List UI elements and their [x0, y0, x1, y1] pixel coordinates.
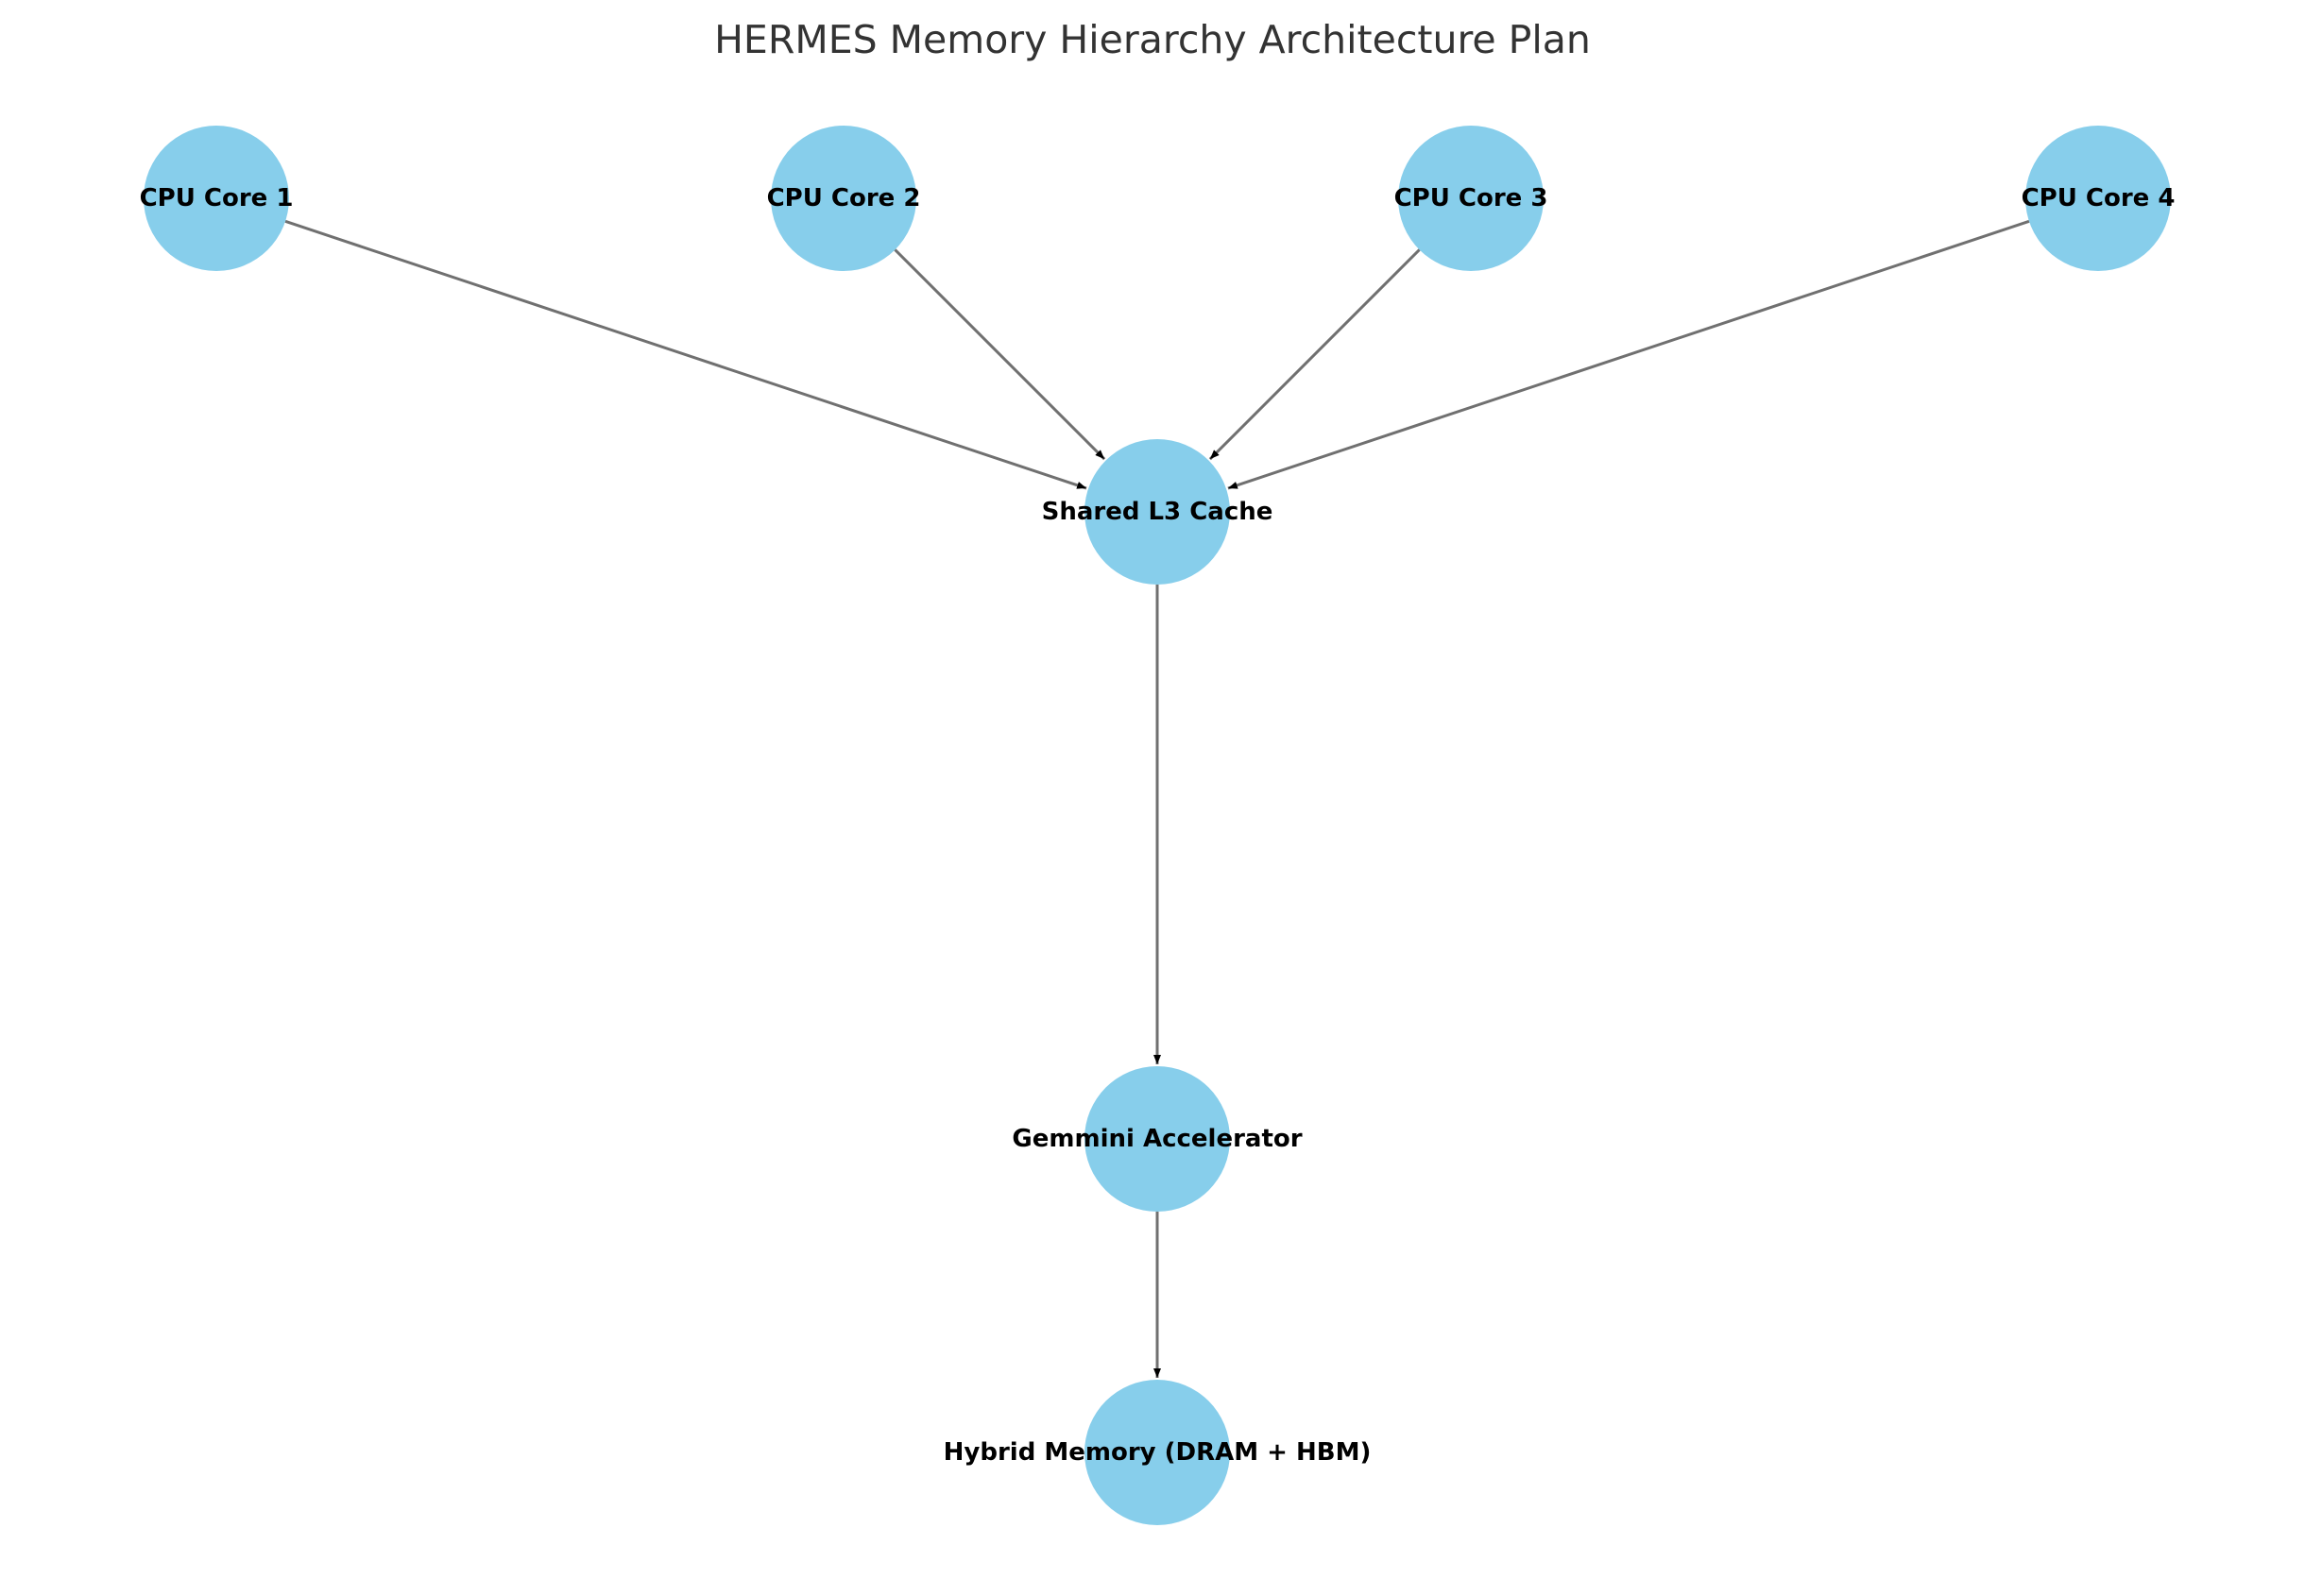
diagram-title: HERMES Memory Hierarchy Architecture Pla…: [714, 17, 1591, 62]
node-circle-l3: [1084, 439, 1230, 585]
edge-cpu4-to-l3: [1227, 219, 2030, 490]
node-circle-hybrid: [1084, 1380, 1230, 1525]
nodes-layer: CPU Core 1 CPU Core 2 CPU Core 3 CPU Core 4…: [140, 126, 2176, 1525]
node-label-cpu1: CPU Core 1: [140, 184, 294, 212]
node-label-l3: Shared L3 Cache: [1042, 498, 1273, 526]
node-label-gemmini: Gemmini Accelerator: [1012, 1125, 1302, 1153]
node-hybrid: Hybrid Memory (DRAM + HBM): [944, 1380, 1372, 1525]
node-l3: Shared L3 Cache: [1042, 439, 1273, 585]
node-label-cpu3: CPU Core 3: [1394, 184, 1548, 212]
node-label-cpu4: CPU Core 4: [2022, 184, 2176, 212]
node-cpu4: CPU Core 4: [2022, 126, 2176, 271]
edges-layer: [284, 219, 2030, 1378]
node-circle-cpu2: [771, 126, 916, 271]
node-circle-cpu3: [1398, 126, 1544, 271]
node-gemmini: Gemmini Accelerator: [1012, 1066, 1303, 1212]
node-cpu1: CPU Core 1: [140, 126, 294, 271]
node-circle-gemmini: [1084, 1066, 1230, 1212]
node-circle-cpu4: [2025, 126, 2171, 271]
node-circle-cpu1: [144, 126, 289, 271]
edge-cpu1-to-l3: [284, 219, 1087, 490]
node-cpu2: CPU Core 2: [767, 126, 921, 271]
node-label-cpu2: CPU Core 2: [767, 184, 921, 212]
node-label-hybrid: Hybrid Memory (DRAM + HBM): [944, 1438, 1372, 1467]
node-cpu3: CPU Core 3: [1394, 126, 1548, 271]
edge-cpu3-to-l3: [1208, 248, 1421, 461]
edge-cpu2-to-l3: [894, 248, 1106, 461]
